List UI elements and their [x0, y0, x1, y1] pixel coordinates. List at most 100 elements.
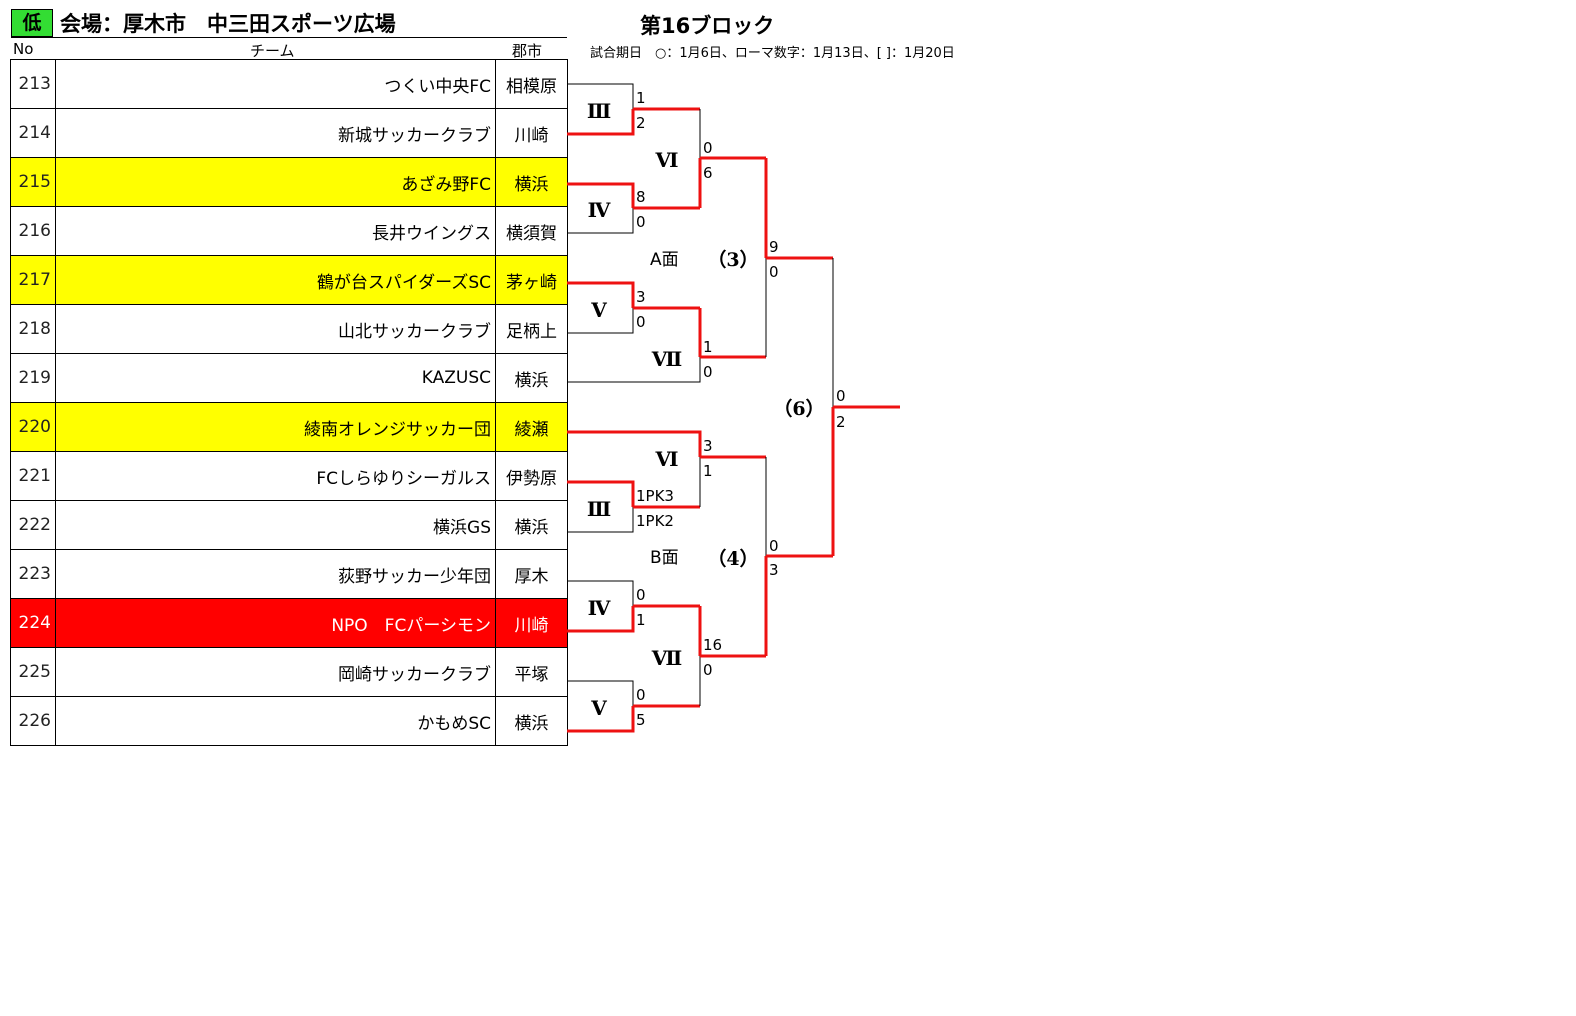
court-label: B面: [650, 548, 679, 568]
team-city: 川崎: [495, 108, 568, 158]
bracket-line: [567, 208, 634, 234]
team-number: 214: [10, 108, 56, 158]
score-label: 6: [703, 164, 713, 182]
bracket-line: [567, 308, 634, 334]
round-label: Ⅵ: [655, 447, 679, 471]
round-label: Ⅶ: [651, 347, 683, 371]
column-header-no: No: [13, 40, 34, 58]
team-city: 足柄上: [495, 304, 568, 354]
team-number: 218: [10, 304, 56, 354]
score-label: 0: [703, 363, 713, 381]
team-city: 平塚: [495, 647, 568, 697]
score-label: 5: [636, 711, 646, 729]
score-label: 0: [636, 313, 646, 331]
score-label: 2: [836, 413, 846, 431]
match-number: （3）: [707, 248, 758, 271]
team-name: 鶴が台スパイダーズSC: [55, 255, 496, 305]
bracket-line: [567, 480, 635, 507]
round-label: Ⅴ: [590, 298, 607, 322]
team-name: かもめSC: [55, 696, 496, 746]
score-label: 0: [636, 686, 646, 704]
round-label: Ⅳ: [588, 596, 611, 620]
team-number: 225: [10, 647, 56, 697]
score-label: 1PK2: [636, 512, 674, 530]
team-city: 伊勢原: [495, 451, 568, 501]
team-number: 226: [10, 696, 56, 746]
match-number: （6）: [773, 397, 824, 420]
team-name: 綾南オレンジサッカー団: [55, 402, 496, 452]
score-label: 1: [636, 89, 646, 107]
division-badge: 低: [11, 9, 53, 37]
round-label: Ⅲ: [587, 497, 611, 521]
team-city: 川崎: [495, 598, 568, 648]
score-label: 8: [636, 188, 646, 206]
round-label: Ⅶ: [651, 646, 683, 670]
team-name: あざみ野FC: [55, 157, 496, 207]
team-name: KAZUSC: [55, 353, 496, 403]
bracket-line: [567, 606, 635, 633]
team-city: 綾瀬: [495, 402, 568, 452]
block-title: 第16ブロック: [640, 14, 775, 38]
team-number: 220: [10, 402, 56, 452]
team-name: 新城サッカークラブ: [55, 108, 496, 158]
score-label: 1: [703, 462, 713, 480]
score-label: 0: [769, 537, 779, 555]
team-number: 217: [10, 255, 56, 305]
bracket-line: [567, 430, 702, 457]
bracket-line: [567, 507, 634, 533]
bracket-line: [567, 706, 635, 733]
round-label: Ⅴ: [590, 696, 607, 720]
bracket-line: [567, 680, 634, 706]
score-label: 0: [836, 387, 846, 405]
column-header-city: 郡市: [512, 42, 543, 60]
score-label: 2: [636, 114, 646, 132]
team-city: 茅ヶ崎: [495, 255, 568, 305]
bracket-line: [567, 580, 634, 606]
round-label: Ⅵ: [655, 148, 679, 172]
team-city: 横浜: [495, 696, 568, 746]
team-city: 相模原: [495, 59, 568, 109]
venue-title: 会場：厚木市 中三田スポーツ広場: [60, 12, 396, 36]
team-name: 荻野サッカー少年団: [55, 549, 496, 599]
team-city: 厚木: [495, 549, 568, 599]
score-label: 9: [769, 238, 779, 256]
score-label: 0: [769, 263, 779, 281]
bracket-line: [567, 281, 635, 308]
score-label: 0: [636, 213, 646, 231]
team-number: 216: [10, 206, 56, 256]
round-label: Ⅲ: [587, 99, 611, 123]
team-city: 横浜: [495, 353, 568, 403]
column-header-team: チーム: [250, 42, 295, 60]
score-label: 1: [703, 338, 713, 356]
score-label: 0: [703, 139, 713, 157]
score-label: 1: [636, 611, 646, 629]
header-rule: [11, 37, 567, 38]
score-label: 3: [703, 437, 713, 455]
score-label: 3: [769, 561, 779, 579]
score-label: 16: [703, 636, 722, 654]
score-label: 0: [703, 661, 713, 679]
bracket-line: [567, 83, 634, 109]
court-label: A面: [650, 250, 679, 270]
team-city: 横須賀: [495, 206, 568, 256]
bracket-line: [567, 109, 635, 136]
bracket-line: [567, 182, 635, 208]
score-label: 3: [636, 288, 646, 306]
score-label: 1PK3: [636, 487, 674, 505]
score-label: 0: [636, 586, 646, 604]
bracket-line: [567, 357, 701, 383]
round-label: Ⅳ: [588, 198, 611, 222]
schedule-legend: 試合期日 ○：1月6日、ローマ数字：1月13日、[ ]：1月20日: [590, 46, 955, 61]
